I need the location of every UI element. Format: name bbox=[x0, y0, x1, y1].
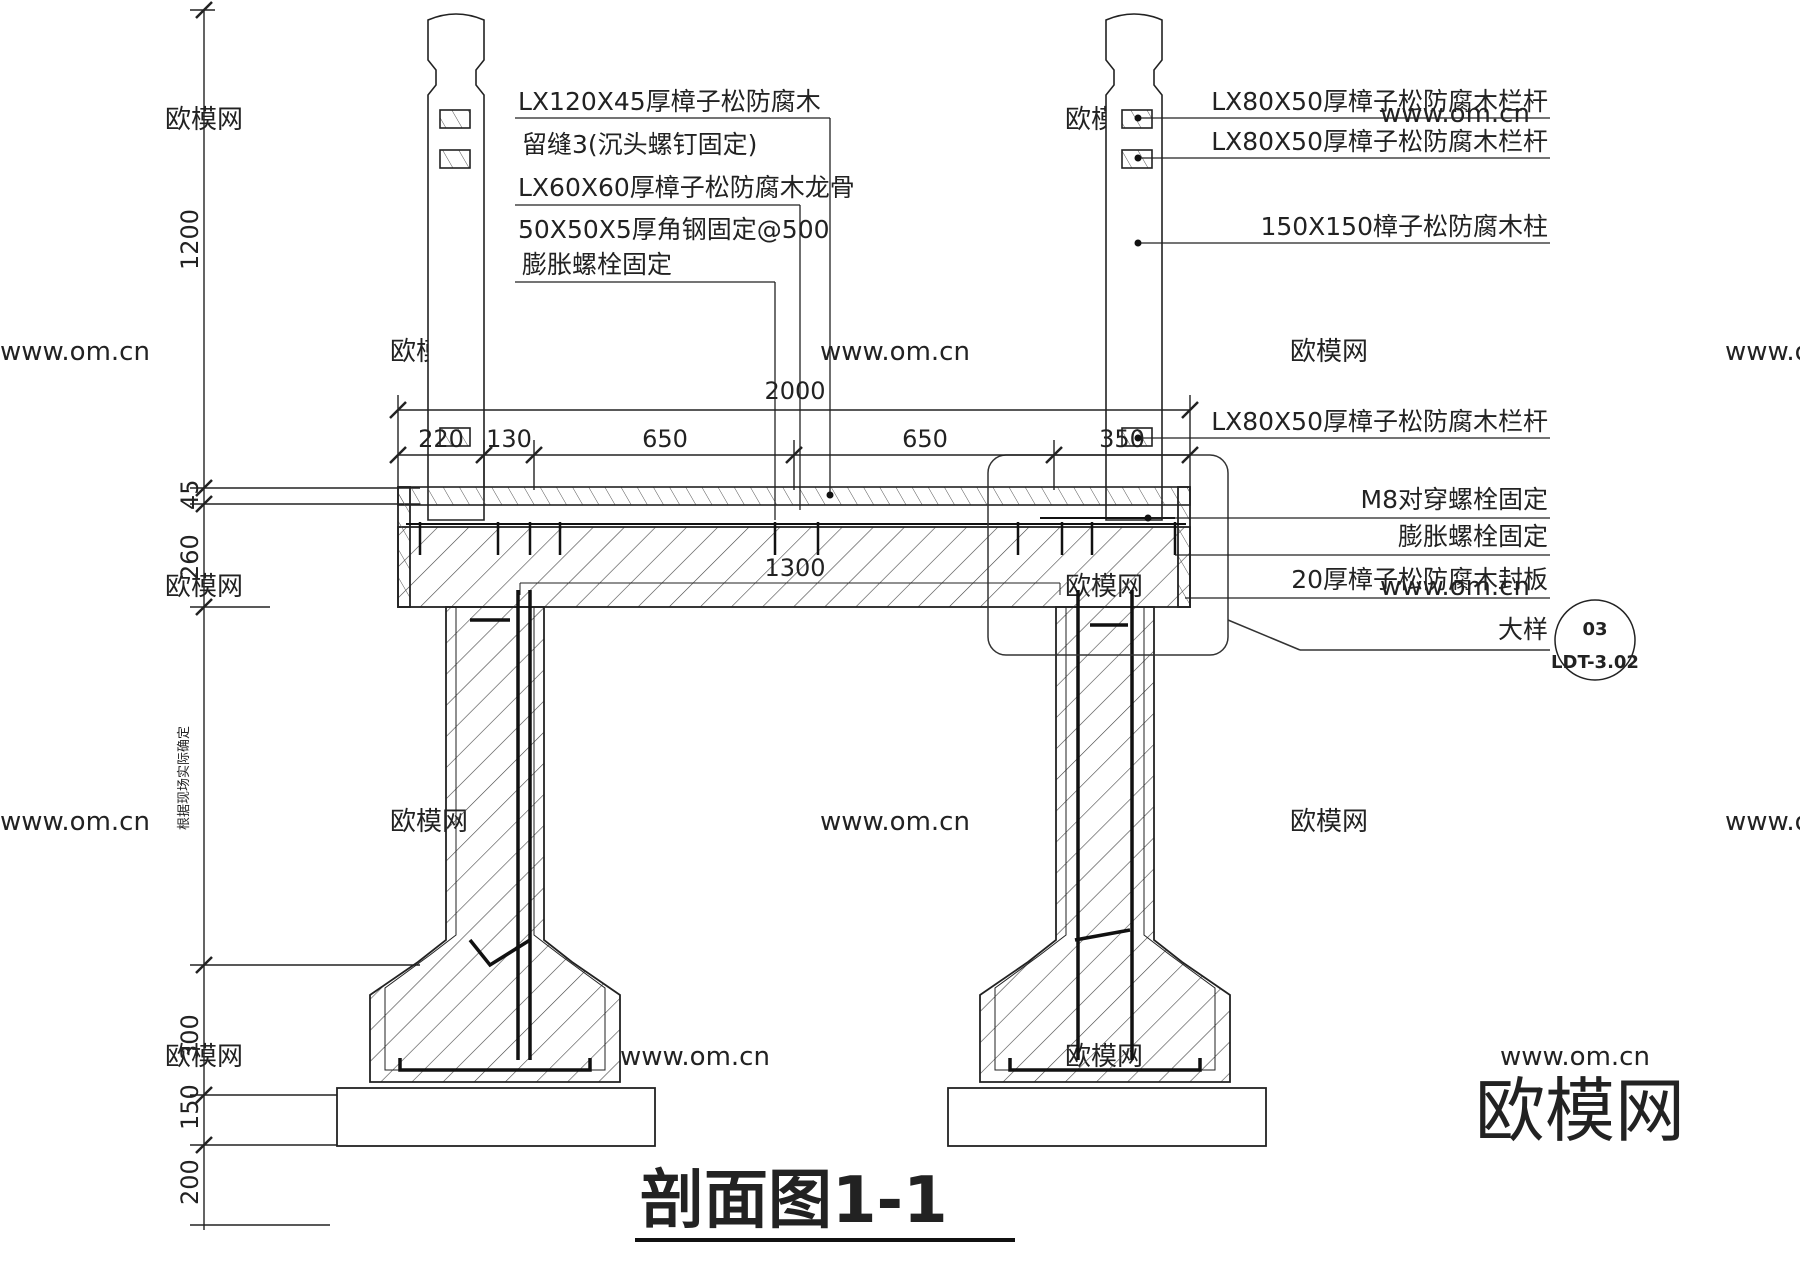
svg-text:650: 650 bbox=[642, 425, 688, 453]
left-leader-lines bbox=[515, 117, 831, 520]
label-post: 150X150樟子松防腐木柱 bbox=[1260, 212, 1548, 241]
svg-text:www.om.cn: www.om.cn bbox=[1500, 1042, 1650, 1072]
left-annotations: LX120X45厚樟子松防腐木 留缝3(沉头螺钉固定) LX60X60厚樟子松防… bbox=[518, 87, 855, 279]
detail-sheet: LDT-3.02 bbox=[1551, 652, 1639, 673]
detail-reference-marker: 03 LDT-3.02 bbox=[1551, 599, 1639, 681]
label-rail-3: LX80X50厚樟子松防腐木栏杆 bbox=[1211, 407, 1548, 436]
svg-text:150: 150 bbox=[176, 1084, 204, 1130]
left-pier-rebar bbox=[398, 590, 592, 1072]
right-annotations: LX80X50厚樟子松防腐木栏杆 LX80X50厚樟子松防腐木栏杆 150X15… bbox=[1211, 87, 1548, 644]
right-concrete-pier bbox=[979, 606, 1231, 1083]
svg-text:www.om.cn: www.om.cn bbox=[1725, 337, 1800, 367]
label-expansion-bolt: 膨胀螺栓固定 bbox=[522, 250, 672, 279]
label-expansion-bolt-right: 膨胀螺栓固定 bbox=[1398, 522, 1548, 551]
svg-text:www.om.cn: www.om.cn bbox=[820, 337, 970, 367]
svg-text:www.om.cn: www.om.cn bbox=[820, 807, 970, 837]
svg-text:300: 300 bbox=[176, 1014, 204, 1060]
left-wood-post bbox=[427, 13, 485, 521]
svg-text:欧模网: 欧模网 bbox=[1290, 807, 1368, 837]
vertical-dimension-chain bbox=[190, 1, 420, 1230]
label-through-bolt: M8对穿螺栓固定 bbox=[1361, 485, 1548, 514]
drawing-title: 剖面图1-1 bbox=[640, 1164, 948, 1238]
label-deck-board: LX120X45厚樟子松防腐木 bbox=[518, 87, 821, 116]
right-pier-rebar bbox=[1008, 590, 1202, 1072]
svg-text:1300: 1300 bbox=[764, 554, 825, 582]
svg-text:欧模网: 欧模网 bbox=[1290, 337, 1368, 367]
label-fascia-board: 20厚樟子松防腐木封板 bbox=[1291, 565, 1548, 594]
svg-text:www.om.cn: www.om.cn bbox=[0, 337, 150, 367]
label-detail: 大样 bbox=[1498, 615, 1548, 644]
svg-text:www.om.cn: www.om.cn bbox=[620, 1042, 770, 1072]
anchor-bolts bbox=[406, 517, 1186, 555]
label-angle-steel: 50X50X5厚角钢固定@500 bbox=[518, 215, 830, 244]
right-leader-lines bbox=[1138, 117, 1550, 599]
svg-text:www.om.cn: www.om.cn bbox=[1380, 572, 1530, 602]
left-concrete-pier bbox=[369, 606, 621, 1083]
svg-text:220: 220 bbox=[418, 425, 464, 453]
label-rail-1: LX80X50厚樟子松防腐木栏杆 bbox=[1211, 87, 1548, 116]
svg-text:130: 130 bbox=[486, 425, 532, 453]
svg-text:www.om.cn: www.om.cn bbox=[1725, 807, 1800, 837]
detail-number: 03 bbox=[1582, 619, 1607, 640]
svg-text:www.om.cn: www.om.cn bbox=[0, 807, 150, 837]
label-gap-screws: 留缝3(沉头螺钉固定) bbox=[522, 130, 757, 159]
svg-text:45: 45 bbox=[176, 479, 204, 510]
svg-text:2000: 2000 bbox=[764, 377, 825, 405]
vertical-dimension-labels: 1200 45 260 300 150 200 根据现场实际确定 bbox=[176, 209, 204, 1205]
horizontal-dimension-lines bbox=[389, 395, 1199, 490]
svg-text:1200: 1200 bbox=[176, 209, 204, 270]
label-joist: LX60X60厚樟子松防腐木龙骨 bbox=[518, 173, 855, 202]
footing-pads bbox=[336, 1087, 1267, 1147]
watermark-large: 欧模网 bbox=[1475, 1070, 1685, 1152]
right-leader-dots bbox=[826, 114, 1152, 522]
label-rail-2: LX80X50厚樟子松防腐木栏杆 bbox=[1211, 127, 1548, 156]
svg-text:650: 650 bbox=[902, 425, 948, 453]
svg-text:260: 260 bbox=[176, 534, 204, 580]
svg-text:根据现场实际确定: 根据现场实际确定 bbox=[177, 726, 192, 830]
svg-text:www.om.cn: www.om.cn bbox=[1380, 99, 1530, 129]
svg-text:200: 200 bbox=[176, 1159, 204, 1205]
